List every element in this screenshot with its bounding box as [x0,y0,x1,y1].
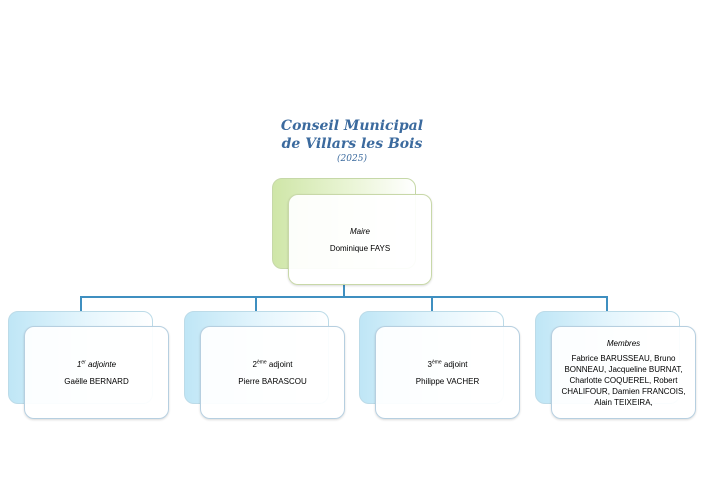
node-adjoint-2-front: 2ème adjoint Pierre BARASCOU [200,326,345,419]
connector-child-1 [80,296,82,312]
title-line-2: de Villars les Bois [281,136,423,152]
node-adjoint-3-name: Philippe VACHER [415,376,480,386]
node-maire-front: Maire Dominique FAYS [288,194,432,285]
node-maire-role: Maire [349,226,370,236]
node-membres-role: Membres [606,338,641,348]
connector-horizontal [80,296,608,298]
node-adjoint-2-role: 2ème adjoint [252,358,293,369]
node-adjoint-3-role: 3ème adjoint [427,358,468,369]
connector-child-2 [255,296,257,312]
node-maire-name: Dominique FAYS [329,243,391,253]
connector-root-down [343,283,345,297]
node-adjoint-1-name: Gaëlle BERNARD [64,376,129,386]
node-membres-front: Membres Fabrice BARUSSEAU, Bruno BONNEAU… [551,326,696,419]
connector-child-3 [431,296,433,312]
node-adjoint-3-front: 3ème adjoint Philippe VACHER [375,326,520,419]
title-line-1: Conseil Municipal [280,118,424,134]
connector-child-4 [606,296,608,312]
node-adjoint-2-name: Pierre BARASCOU [238,376,307,386]
node-membres-names: Fabrice BARUSSEAU, Bruno BONNEAU, Jacque… [561,353,686,407]
node-adjoint-1-role: 1er adjointe [76,358,117,369]
title-year: (2025) [337,154,367,164]
node-adjoint-1-front: 1er adjointe Gaëlle BERNARD [24,326,169,419]
